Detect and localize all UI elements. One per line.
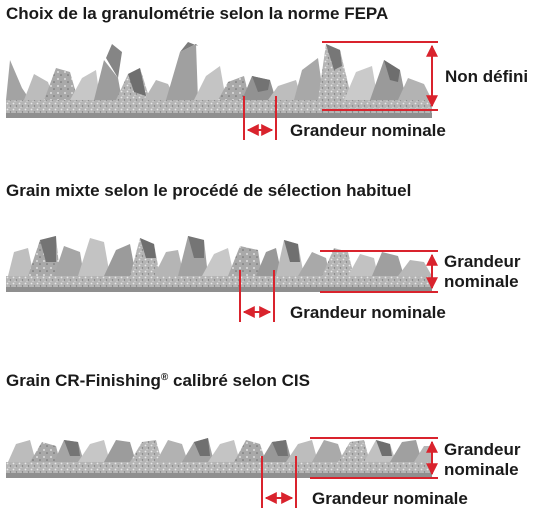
abrasive-grain-layer	[6, 42, 432, 118]
title-rest: calibré selon CIS	[168, 371, 310, 390]
side-label-line1: Grandeur	[444, 440, 521, 459]
nominal-size-label: Grandeur nominale	[312, 489, 468, 508]
section-fepa: Choix de la granulométrie selon la norme…	[6, 4, 528, 140]
nominal-size-bracket	[243, 96, 277, 140]
height-bracket	[320, 250, 438, 293]
section-cr-finishing: Grain CR-Finishing® calibré selon CIS	[6, 371, 521, 508]
section-title: Grain mixte selon le procédé de sélectio…	[6, 181, 411, 200]
nominal-size-label: Grandeur nominale	[290, 303, 446, 322]
side-label-line2: nominale	[444, 272, 519, 291]
side-label-line1: Grandeur	[444, 252, 521, 271]
abrasive-grain-layer	[6, 236, 432, 292]
section-title: Grain CR-Finishing® calibré selon CIS	[6, 371, 310, 390]
height-bracket	[322, 41, 438, 111]
registered-mark: ®	[161, 372, 169, 383]
abrasive-grain-layer	[6, 438, 432, 478]
section-title: Choix de la granulométrie selon la norme…	[6, 4, 388, 23]
side-label: Non défini	[445, 67, 528, 86]
height-bracket	[310, 437, 438, 479]
title-main: Grain CR-Finishing	[6, 371, 161, 390]
nominal-size-bracket	[239, 270, 275, 322]
side-label-line2: nominale	[444, 460, 519, 479]
section-mixed-grain: Grain mixte selon le procédé de sélectio…	[6, 181, 521, 322]
nominal-size-bracket	[261, 456, 297, 508]
nominal-size-label: Grandeur nominale	[290, 121, 446, 140]
